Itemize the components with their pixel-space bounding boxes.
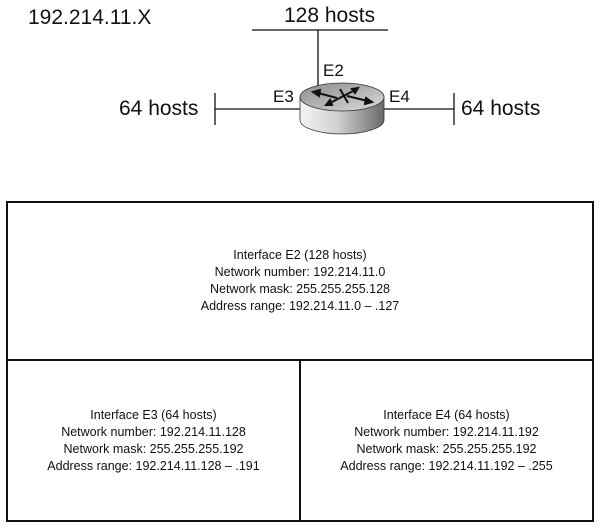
top-network-label: 128 hosts xyxy=(284,4,376,27)
table-cell-e3: Interface E3 (64 hosts) Network number: … xyxy=(8,361,301,520)
e3-title: Interface E3 (64 hosts) xyxy=(90,407,217,422)
e3-address-range: Address range: 192.214.11.128 – .191 xyxy=(47,458,260,473)
router-icon xyxy=(299,82,385,135)
table-cell-e4: Interface E4 (64 hosts) Network number: … xyxy=(301,361,592,520)
e2-address-range: Address range: 192.214.11.0 – .127 xyxy=(200,299,400,313)
subnet-base-label: 192.214.11.X xyxy=(28,6,152,29)
e4-address-range: Address range: 192.214.11.192 – .255 xyxy=(340,458,553,473)
network-topology xyxy=(214,29,455,135)
e2-network-number: Network number: 192.214.11.0 xyxy=(214,265,386,279)
e4-network-number: Network number: 192.214.11.192 xyxy=(354,424,539,439)
addressing-table: Interface E2 (128 hosts) Network number:… xyxy=(6,201,594,522)
table-cell-e2: Interface E2 (128 hosts) Network number:… xyxy=(8,203,592,361)
interface-e4-label: E4 xyxy=(389,87,410,106)
left-network-label: 64 hosts xyxy=(119,97,199,120)
interface-e3-label: E3 xyxy=(273,87,294,106)
e2-title: Interface E2 (128 hosts) xyxy=(233,248,367,262)
e3-network-number: Network number: 192.214.11.128 xyxy=(61,424,246,439)
e4-title: Interface E4 (64 hosts) xyxy=(383,407,510,422)
e3-network-mask: Network mask: 255.255.255.192 xyxy=(63,441,244,456)
e4-network-mask: Network mask: 255.255.255.192 xyxy=(356,441,537,456)
right-network-label: 64 hosts xyxy=(461,97,541,120)
e2-network-mask: Network mask: 255.255.255.128 xyxy=(210,282,390,296)
interface-e2-label: E2 xyxy=(323,61,344,80)
